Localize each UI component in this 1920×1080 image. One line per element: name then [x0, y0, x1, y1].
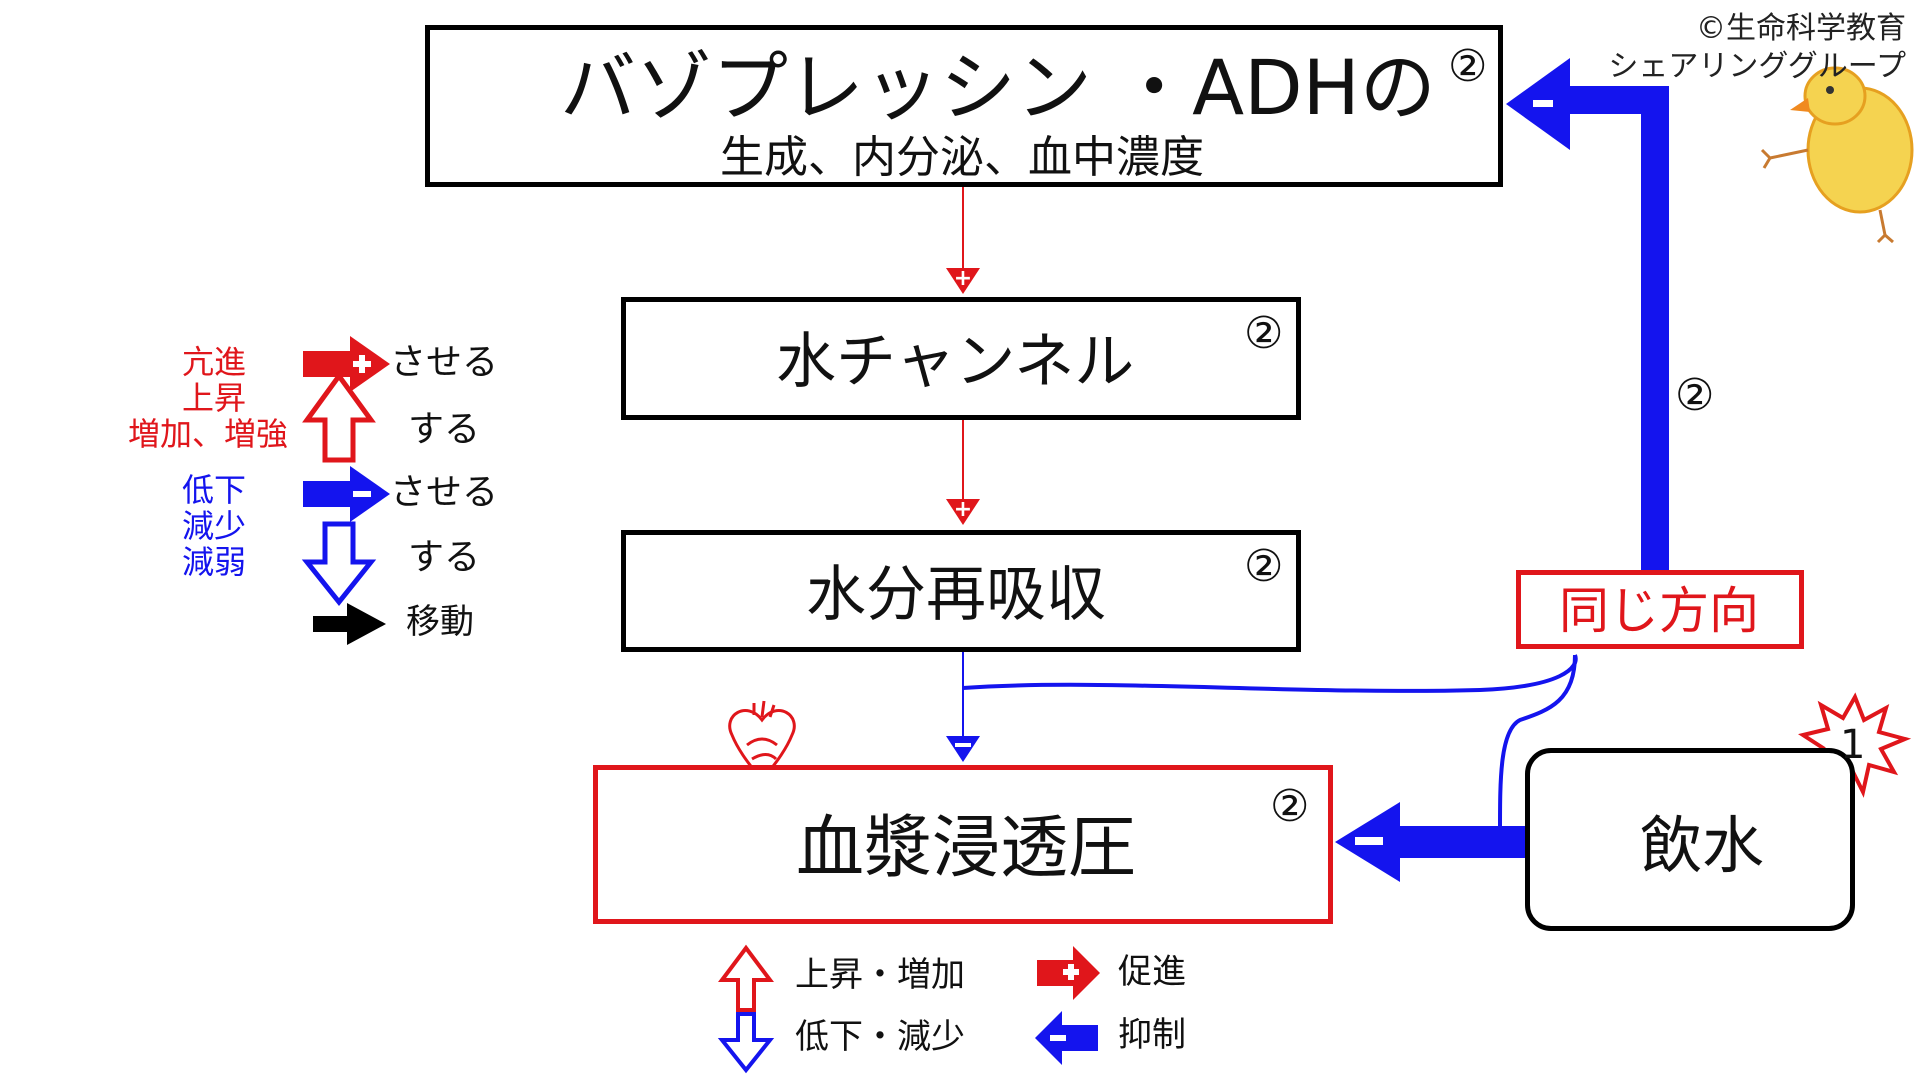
legend-down-label-1: 低下 [182, 471, 247, 509]
chick-illustration [1760, 66, 1914, 244]
copyright: ©生命科学教育 シェアリンググループ [1608, 10, 1906, 85]
legend-up-arrow-icon [302, 371, 376, 463]
node-water-reabsorption-marker: ② [1244, 541, 1284, 592]
copyright-line-2: シェアリンググループ [1608, 48, 1906, 84]
edge-same-direction-marker: ② [1675, 370, 1715, 421]
node-water-channel: 水チャンネル ② [621, 297, 1301, 420]
node-plasma-osmolality: 血漿浸透圧 ② [593, 765, 1333, 924]
bottom-legend-inhibit-arrow-icon [1035, 1011, 1098, 1065]
node-water-reabsorption: 水分再吸収 ② [621, 530, 1301, 652]
node-same-direction: 同じ方向 [1516, 570, 1804, 649]
node-water-reabsorption-title: 水分再吸収 [806, 560, 1106, 630]
svg-text:+: + [954, 266, 972, 291]
edge-vasopressin-to-water-channel: + [946, 187, 980, 294]
bottom-legend-up-text: 上昇・増加 [795, 955, 965, 995]
node-plasma-osmolality-title: 血漿浸透圧 [796, 809, 1137, 888]
node-vasopressin-subtitle: 生成、内分泌、血中濃度 [720, 132, 1204, 183]
bottom-legend-down-text: 低下・減少 [795, 1017, 965, 1057]
edge-water-channel-to-reabsorption: + [946, 420, 980, 525]
legend-down-self-text: する [408, 537, 481, 578]
node-same-direction-title: 同じ方向 [1559, 582, 1759, 640]
edge-drinking-to-plasma [1335, 802, 1528, 882]
bracket-line-upper [962, 654, 1578, 693]
copyright-line-1: ©生命科学教育 [1696, 11, 1906, 46]
legend-down-label-3: 減弱 [182, 543, 247, 581]
bracket-line-lower [1498, 654, 1577, 831]
legend-up-self-text: する [408, 409, 481, 450]
node-drinking-marker: 1 [1840, 722, 1866, 768]
node-water-channel-title: 水チャンネル [776, 327, 1135, 397]
legend-promote-arrow-icon [303, 336, 390, 392]
bottom-legend-promote-arrow-icon [1037, 946, 1100, 1000]
node-vasopressin-marker: ② [1448, 41, 1488, 92]
legend-inhibit-arrow-icon [303, 466, 390, 522]
legend-move-arrow-icon [313, 603, 386, 645]
edge-same-direction-to-vasopressin [1506, 58, 1669, 570]
node-plasma-osmolality-marker: ② [1270, 781, 1310, 832]
edge-reabsorption-to-plasma [946, 652, 980, 762]
node-vasopressin: バゾプレッシン ・ADHの 生成、内分泌、血中濃度 ② [425, 25, 1503, 187]
bottom-legend-down-arrow-icon [717, 1012, 775, 1074]
legend-move-text: 移動 [406, 602, 474, 642]
legend-down-label-2: 減少 [182, 507, 247, 545]
bottom-legend-promote-text: 促進 [1118, 952, 1186, 992]
legend-down-arrow-icon [301, 521, 377, 607]
svg-text:+: + [954, 497, 972, 522]
legend-promote-cause-text: させる [390, 342, 499, 383]
node-drinking-title: 飲水 [1640, 809, 1765, 882]
node-vasopressin-title: バゾプレッシン ・ADHの [560, 43, 1436, 132]
legend-up-label-2: 上昇 [182, 379, 247, 417]
node-drinking: 飲水 [1525, 748, 1855, 931]
bottom-legend-up-arrow-icon [718, 944, 774, 1012]
legend-up-label-1: 亢進 [182, 343, 247, 381]
legend-up-label-3: 増加、増強 [128, 415, 289, 453]
node-water-channel-marker: ② [1244, 308, 1284, 359]
bottom-legend-inhibit-text: 抑制 [1118, 1015, 1186, 1055]
legend-inhibit-cause-text: させる [390, 472, 499, 513]
